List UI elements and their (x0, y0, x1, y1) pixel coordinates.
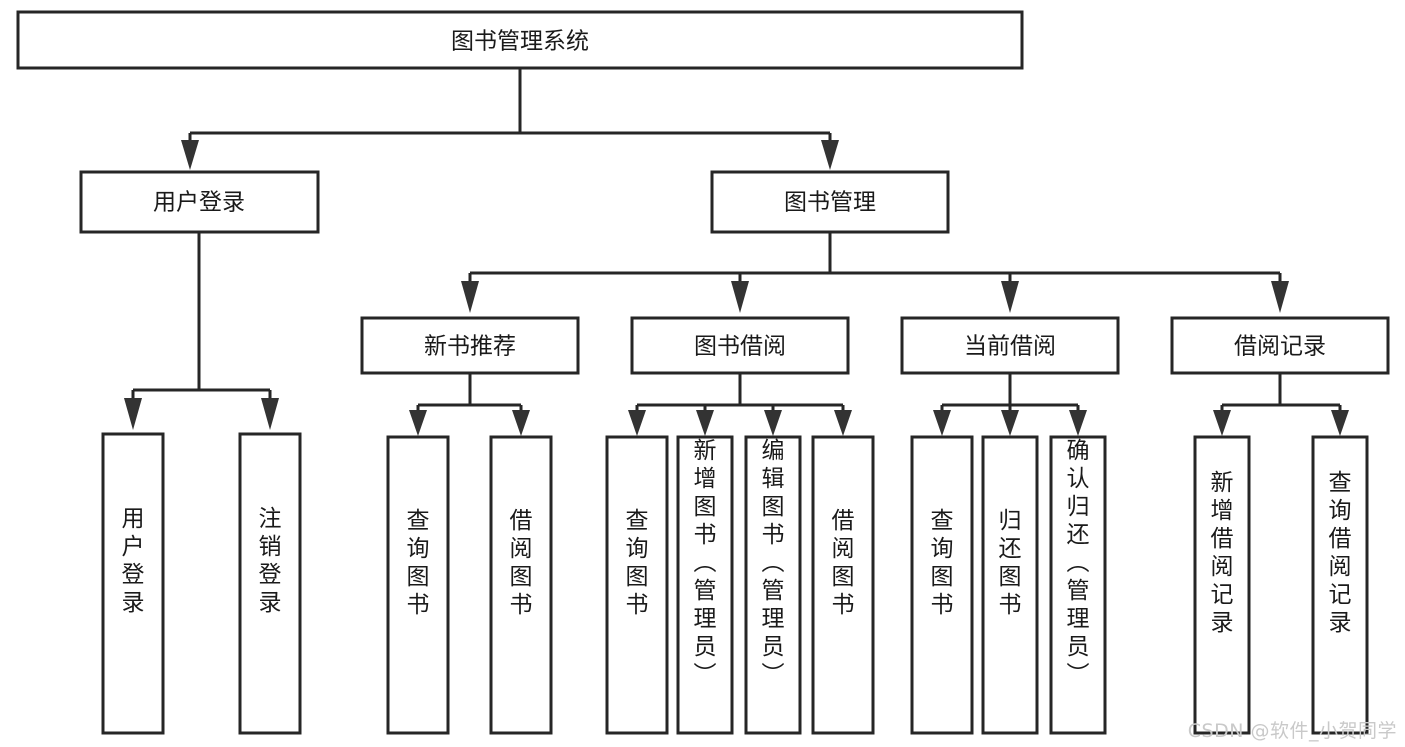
arrow-head-leaf-query-book-1 (409, 410, 427, 436)
node-leaf-borrow-book-1[interactable]: 借阅图书 (489, 435, 553, 735)
node-borrow-record-box[interactable] (1170, 316, 1390, 375)
node-current-borrow-box[interactable] (900, 316, 1120, 375)
connector-group-new-book-recommend (409, 373, 530, 436)
node-leaf-borrow-book-1-label: 借阅图书 (510, 508, 533, 618)
node-leaf-query-record-box[interactable] (1311, 435, 1369, 735)
connector-group-book-management (461, 232, 1289, 313)
node-leaf-user-logout-label: 注销登录 (259, 506, 282, 616)
node-leaf-query-book-1[interactable]: 查询图书 (386, 435, 450, 735)
arrow-head-borrow-record (1271, 281, 1289, 313)
node-leaf-query-book-2-box[interactable] (605, 435, 669, 735)
node-leaf-query-record-label: 查询借阅记录 (1329, 470, 1352, 636)
node-new-book-recommend[interactable]: 新书推荐 (360, 316, 580, 375)
arrow-head-leaf-query-book-2 (628, 410, 646, 436)
node-leaf-user-login-label: 用户登录 (122, 506, 145, 616)
arrow-head-user-login (181, 140, 199, 170)
arrow-head-leaf-return-book (1001, 410, 1019, 436)
node-leaf-return-book[interactable]: 归还图书 (981, 435, 1039, 735)
node-book-management-label: 图书管理 (784, 190, 876, 216)
node-leaf-add-record-label: 新增借阅记录 (1211, 470, 1234, 636)
node-leaf-add-book-box[interactable] (676, 435, 734, 735)
arrow-head-leaf-edit-book (764, 410, 782, 436)
arrow-head-leaf-borrow-book-1 (512, 410, 530, 436)
connector-group-current-borrow (933, 373, 1087, 436)
node-leaf-query-book-3-box[interactable] (910, 435, 974, 735)
node-leaf-edit-book[interactable]: 编辑图书︵管理员︶ (744, 435, 802, 735)
node-current-borrow-label: 当前借阅 (964, 334, 1056, 360)
node-leaf-query-book-1-box[interactable] (386, 435, 450, 735)
node-book-management[interactable]: 图书管理 (710, 170, 950, 234)
node-book-borrow-label: 图书借阅 (694, 334, 786, 360)
node-user-login-label: 用户登录 (153, 190, 245, 216)
arrow-head-leaf-user-login (124, 398, 142, 430)
arrow-head-leaf-add-record (1213, 410, 1231, 436)
arrow-head-leaf-query-book-3 (933, 410, 951, 436)
node-root-label: 图书管理系统 (451, 29, 589, 55)
node-leaf-add-book[interactable]: 新增图书︵管理员︶ (676, 435, 734, 735)
node-leaf-query-book-2[interactable]: 查询图书 (605, 435, 669, 735)
node-leaf-add-record-box[interactable] (1193, 435, 1251, 735)
node-leaf-query-book-2-label: 查询图书 (626, 508, 649, 618)
node-book-borrow-box[interactable] (630, 316, 850, 375)
node-leaf-borrow-book-2-box[interactable] (811, 435, 875, 735)
node-leaf-edit-book-label: 编辑图书︵管理员︶ (762, 438, 785, 688)
node-root-box[interactable] (16, 10, 1024, 70)
arrow-head-new-book-recommend (461, 281, 479, 313)
node-leaf-user-login[interactable]: 用户登录 (101, 432, 165, 735)
node-leaf-user-logout-box[interactable] (238, 432, 302, 735)
node-leaf-return-book-label: 归还图书 (999, 508, 1022, 618)
node-leaf-user-login-box[interactable] (101, 432, 165, 735)
arrow-head-current-borrow (1001, 281, 1019, 313)
node-leaf-add-book-label: 新增图书︵管理员︶ (694, 438, 717, 688)
node-book-management-box[interactable] (710, 170, 950, 234)
node-user-login-box[interactable] (79, 170, 320, 234)
arrow-head-book-borrow (731, 281, 749, 313)
node-leaf-add-record[interactable]: 新增借阅记录 (1193, 435, 1251, 735)
node-leaf-borrow-book-2[interactable]: 借阅图书 (811, 435, 875, 735)
arrow-head-leaf-confirm-return (1069, 410, 1087, 436)
node-leaf-query-book-1-label: 查询图书 (407, 508, 430, 618)
node-borrow-record-label: 借阅记录 (1234, 334, 1326, 360)
node-leaf-confirm-return-box[interactable] (1049, 435, 1107, 735)
node-user-login[interactable]: 用户登录 (79, 170, 320, 234)
node-leaf-edit-book-box[interactable] (744, 435, 802, 735)
node-leaf-borrow-book-2-label: 借阅图书 (832, 508, 855, 618)
connector-group-root (181, 68, 839, 170)
arrow-head-book-management (821, 140, 839, 170)
node-leaf-query-book-3-label: 查询图书 (931, 508, 954, 618)
node-book-borrow[interactable]: 图书借阅 (630, 316, 850, 375)
arrow-head-leaf-query-record (1331, 410, 1349, 436)
node-root[interactable]: 图书管理系统 (16, 10, 1024, 70)
node-leaf-query-book-3[interactable]: 查询图书 (910, 435, 974, 735)
node-current-borrow[interactable]: 当前借阅 (900, 316, 1120, 375)
node-leaf-borrow-book-1-box[interactable] (489, 435, 553, 735)
node-leaf-user-logout[interactable]: 注销登录 (238, 432, 302, 735)
node-leaf-confirm-return[interactable]: 确认归还︵管理员︶ (1049, 435, 1107, 735)
connector-group-user-login (124, 232, 279, 430)
node-leaf-return-book-box[interactable] (981, 435, 1039, 735)
node-leaf-query-record[interactable]: 查询借阅记录 (1311, 435, 1369, 735)
arrow-head-leaf-borrow-book-2 (834, 410, 852, 436)
connector-group-borrow-record (1213, 373, 1349, 436)
node-borrow-record[interactable]: 借阅记录 (1170, 316, 1390, 375)
node-new-book-recommend-label: 新书推荐 (424, 334, 516, 360)
arrow-head-leaf-add-book (696, 410, 714, 436)
node-new-book-recommend-box[interactable] (360, 316, 580, 375)
node-leaf-confirm-return-label: 确认归还︵管理员︶ (1067, 438, 1090, 688)
arrow-head-leaf-user-logout (261, 398, 279, 430)
csdn-watermark: CSDN @软件_小贺同学 (1187, 720, 1397, 742)
connector-group-book-borrow (628, 373, 852, 436)
